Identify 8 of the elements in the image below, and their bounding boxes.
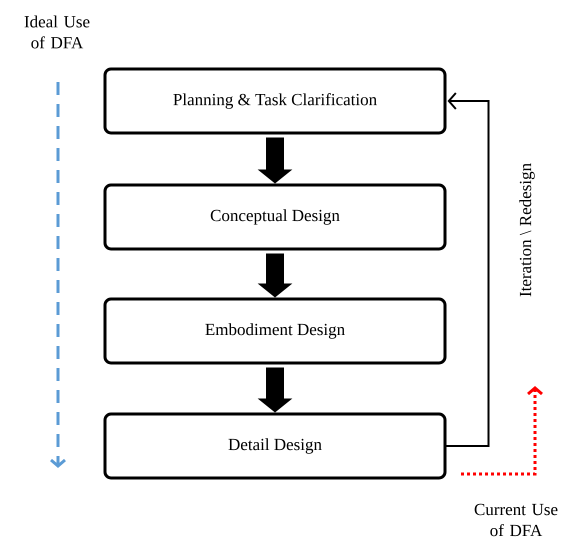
caption-text: Ideal Use of DFA (24, 16, 90, 48)
feedback-arrow (446, 92, 490, 447)
process-box: Planning & Task Clarification (104, 68, 446, 134)
process-box: Detail Design (104, 412, 446, 480)
edge-label: Iteration \ Redesign (519, 163, 535, 296)
process-box: Conceptual Design (104, 184, 446, 250)
process-box: Embodiment Design (104, 298, 446, 364)
caption-text: Current Use of DFA (474, 504, 558, 536)
